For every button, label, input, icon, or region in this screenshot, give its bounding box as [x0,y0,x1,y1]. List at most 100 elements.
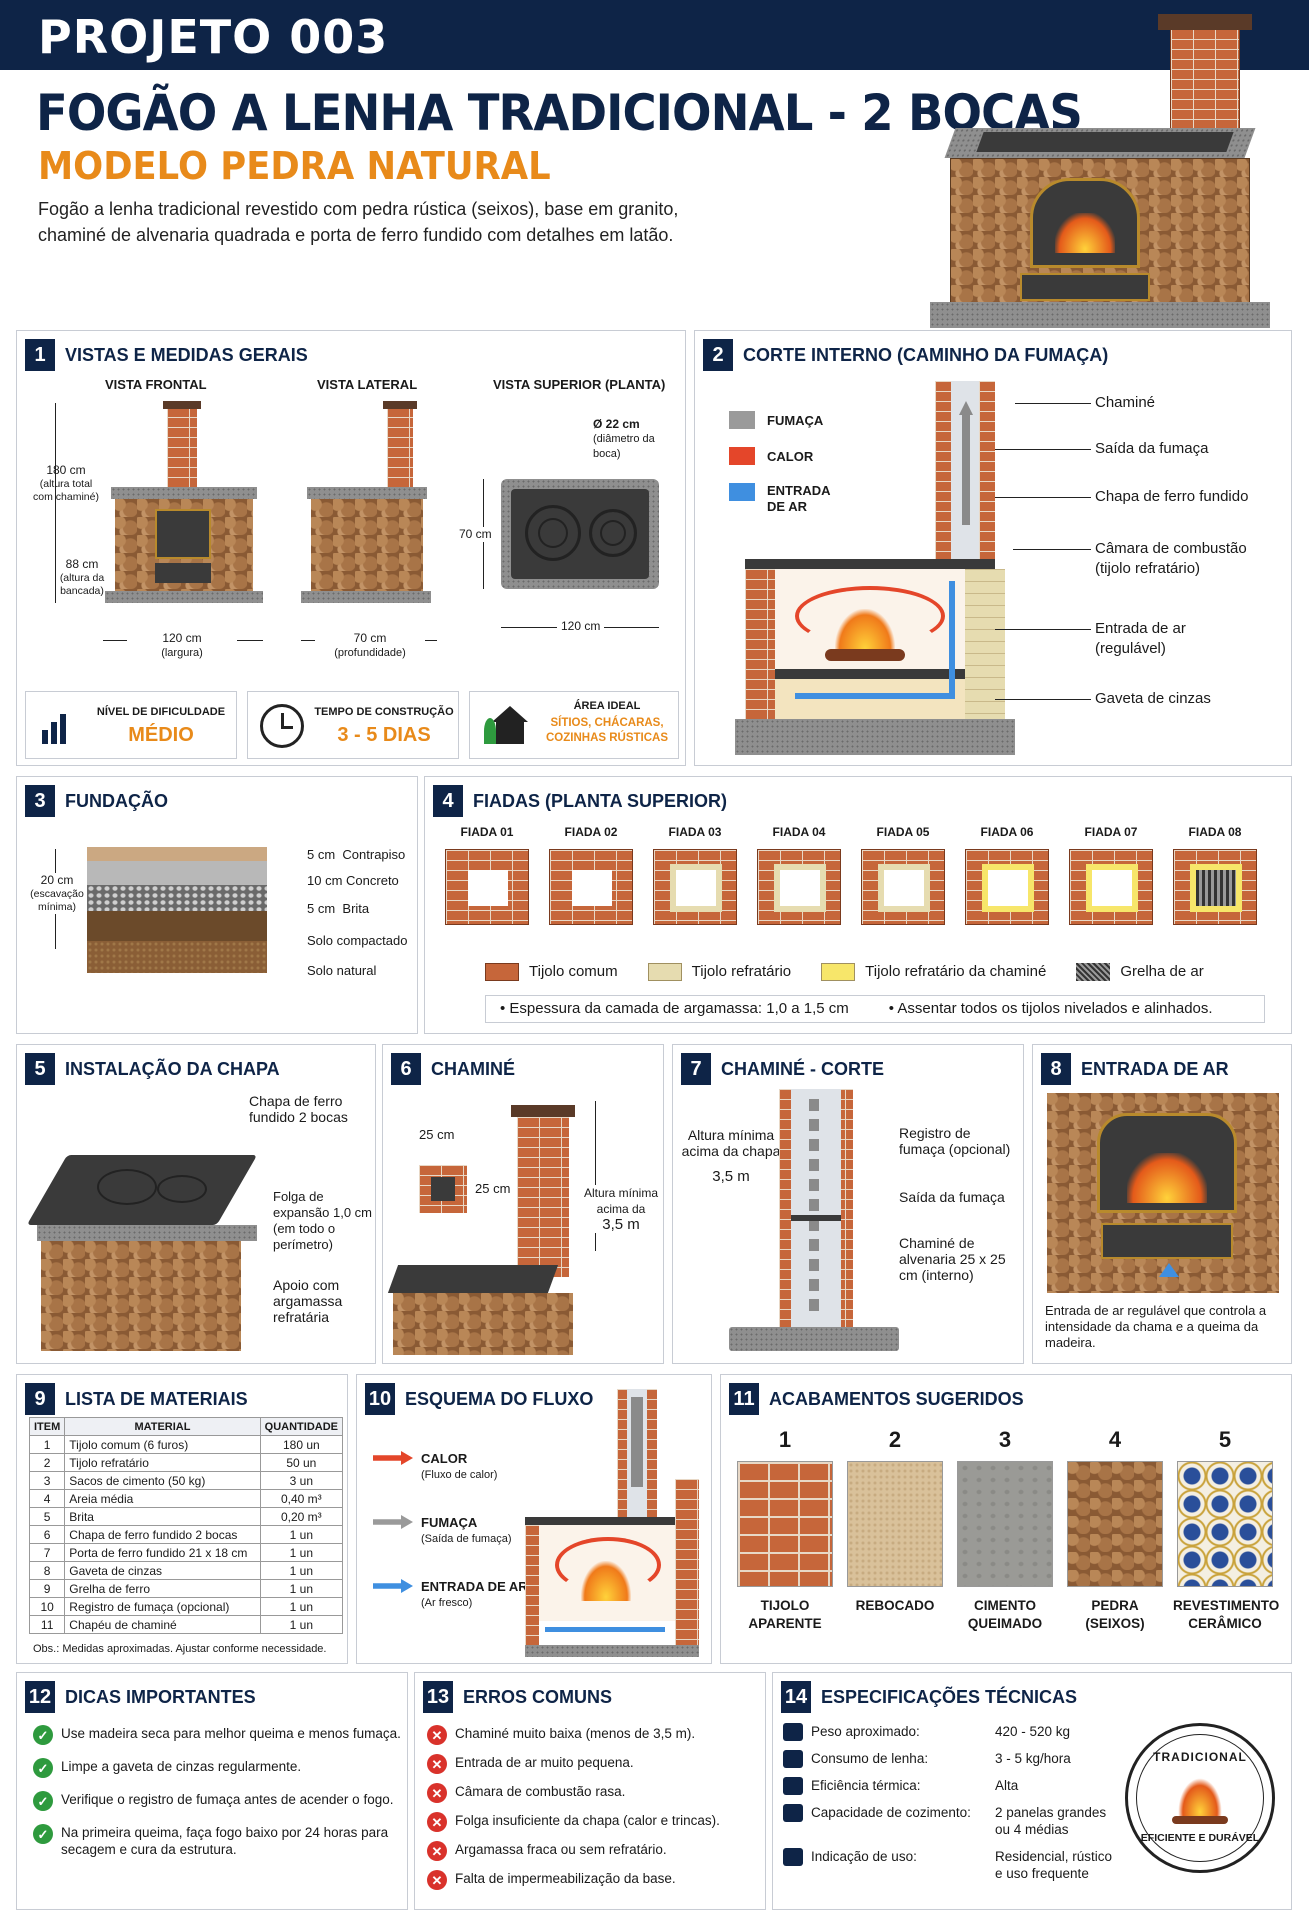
layer3-name: Brita [342,901,370,916]
flow-diagram [525,1389,705,1657]
callout-damper: Registro de fumaça (opcional) [899,1125,1011,1157]
spec-value: 3 - 5 kg/hora [995,1751,1071,1766]
fiada-item: FIADA 01 [439,825,535,935]
cut-min-height-label: Altura mínima acima da chapa [681,1127,781,1159]
tip-item: ✓Limpe a gaveta de cinzas regularmente. [33,1758,403,1778]
callout-ash-drawer: Gaveta de cinzas [1095,690,1211,707]
spec-row: Indicação de uso: Residencial, rústico e … [783,1848,1123,1882]
section-title: CHAMINÉ [431,1058,515,1079]
spec-key: Indicação de uso: [811,1849,917,1864]
section-title: DICAS IMPORTANTES [65,1686,256,1707]
error-text: Câmara de combustão rasa. [455,1784,626,1799]
cell-item: 4 [28,1489,66,1508]
spec-value: 2 panelas grandes ou 4 médias [995,1805,1107,1837]
section-title: INSTALAÇÃO DA CHAPA [65,1058,280,1079]
section-number: 2 [703,339,733,371]
top-width-value: 120 cm [557,619,605,634]
cell-item: 10 [28,1597,66,1616]
errors-list: ✕ Chaminé muito baixa (menos de 3,5 m). ✕ E… [427,1725,763,1899]
section-number: 5 [25,1053,55,1085]
cell-material: Gaveta de cinzas [64,1561,261,1580]
spec-row: Peso aproximado:420 - 520 kg [783,1723,1123,1741]
section-number: 8 [1041,1053,1071,1085]
side-view-drawing [301,401,437,611]
air-arrow-icon [373,1579,413,1593]
header-bar [0,0,1309,70]
section-title: ERROS COMUNS [463,1686,613,1707]
spec-key: Capacidade de cozimento: [811,1805,971,1820]
legend-common-brick: Tijolo comum [529,963,618,980]
finish-label: CIMENTO QUEIMADO [967,1598,1043,1631]
x-icon: ✕ [427,1870,447,1890]
section-title: CORTE INTERNO (CAMINHO DA FUMAÇA) [743,344,1109,365]
ideal-area-label: ÁREA IDEAL [573,700,641,712]
cell-quantity: 1 un [259,1561,344,1580]
fiada-plan [861,849,945,925]
finish-swatch [847,1461,943,1587]
chimney-cut-drawing [699,1089,899,1359]
chimney-width: 25 cm [419,1127,455,1142]
tip-text: Verifique o registro de fumaça antes de … [61,1792,394,1807]
width-value: 120 cm [162,631,202,645]
bench-height-note: (altura da bancada) [59,572,105,597]
section-title: ACABAMENTOS SUGERIDOS [769,1388,1024,1409]
campfire-icon [1178,1778,1222,1818]
fiadas-notes: • Espessura da camada de argamassa: 1,0 … [485,995,1265,1023]
error-text: Entrada de ar muito pequena. [455,1755,634,1770]
spec-value: Residencial, rústico e uso frequente [995,1849,1113,1881]
layer4-name: Solo compactado [307,933,408,948]
depth-value: 70 cm [353,631,387,645]
cell-quantity: 180 un [259,1435,344,1454]
layer2-name: Concreto [346,873,399,888]
cell-item: 7 [28,1543,66,1562]
col-quantity: QUANTIDADE [259,1417,344,1436]
fiada-label: FIADA 08 [1188,825,1242,839]
section-number: 4 [433,785,463,817]
chimney-drawing [387,1105,575,1355]
tip-text: Use madeira seca para melhor queima e me… [61,1726,401,1741]
plate-install-drawing [26,1115,258,1355]
x-icon: ✕ [427,1754,447,1774]
excavation-depth: 20 cm [40,873,74,887]
flow-heat-note: (Fluxo de calor) [421,1469,498,1481]
legend-heat-label: CALOR [767,449,814,464]
callout-masonry-chimney: Chaminé de alvenaria 25 x 25 cm (interno… [899,1235,1006,1283]
front-view-drawing [105,401,275,611]
x-icon: ✕ [427,1812,447,1832]
section-number: 1 [25,339,55,371]
section-number: 9 [25,1383,55,1415]
fiada-plan [965,849,1049,925]
error-item: ✕Argamassa fraca ou sem refratário. [427,1841,763,1861]
callout-chimney: Chaminé [1095,394,1156,411]
check-icon: ✓ [33,1791,53,1811]
legend-swatch-heat [729,447,755,465]
cell-item: 5 [28,1507,66,1526]
error-text: Argamassa fraca ou sem refratário. [455,1842,667,1857]
diameter-note: (diâmetro da boca) [593,433,655,460]
cell-quantity: 1 un [259,1525,344,1544]
fiada-label: FIADA 06 [980,825,1034,839]
callout-combustion-chamber: Câmara de combustão (tijolo refratário) [1095,540,1247,577]
callout-smoke-exit: Saída da fumaça [899,1189,1005,1205]
finish-number: 4 [1108,1427,1122,1452]
error-text: Falta de impermeabilização da base. [455,1871,676,1886]
flow-smoke-note: (Saída de fumaça) [421,1533,512,1545]
section-title: FUNDAÇÃO [65,790,168,811]
section-title: CHAMINÉ - CORTE [721,1058,884,1079]
error-text: Chaminé muito baixa (menos de 3,5 m). [455,1726,696,1741]
section-number: 3 [25,785,55,817]
cell-item: 3 [28,1471,66,1490]
finish-swatch [957,1461,1053,1587]
cell-item: 8 [28,1561,66,1580]
callout-iron-plate: Chapa de ferro fundido [1095,488,1249,505]
project-number: PROJETO 003 [38,10,389,64]
depth-note: (profundidade) [334,647,406,659]
